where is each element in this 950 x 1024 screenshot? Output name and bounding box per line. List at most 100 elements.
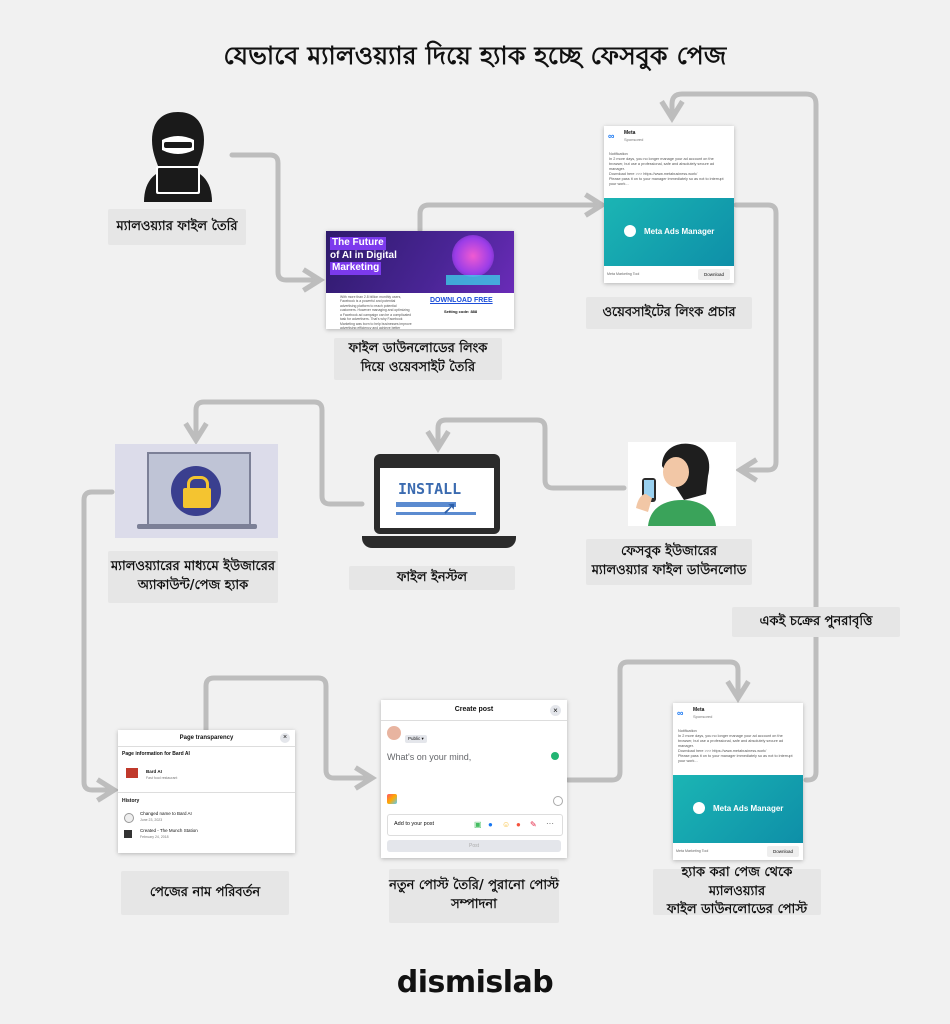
arrow-9 bbox=[672, 91, 819, 783]
sponsored-label: Sponsored bbox=[693, 714, 713, 719]
arrow-4 bbox=[438, 417, 627, 491]
download-free-link[interactable]: DOWNLOAD FREE bbox=[430, 297, 493, 304]
step-label: ফাইল ডাউনলোডের পোস্ট bbox=[666, 902, 808, 918]
tag-people-icon[interactable]: ● bbox=[488, 820, 493, 829]
ads-manager-icon bbox=[693, 802, 705, 814]
background-color-icon[interactable] bbox=[387, 794, 397, 804]
location-icon[interactable]: ● bbox=[516, 820, 521, 829]
arrow-5 bbox=[196, 399, 365, 507]
add-to-post-label: Add to your post bbox=[394, 821, 435, 827]
ads-manager-row: Meta Ads Manager bbox=[624, 225, 714, 237]
install-text: INSTALL bbox=[398, 480, 462, 498]
chip-graphic bbox=[446, 275, 500, 285]
step-label: অ্যাকাউন্ট/পেজ হ্যাক bbox=[137, 578, 249, 593]
banner-line-3: Marketing bbox=[330, 262, 382, 275]
download-button[interactable]: Download bbox=[698, 269, 731, 280]
step-label: পেজের নাম পরিবর্তন bbox=[149, 884, 261, 900]
step-label: ম্যালওয়্যার ফাইল তৈরি bbox=[116, 218, 238, 234]
lock-shackle-icon bbox=[187, 476, 209, 493]
step-user-download: ফেসবুক ইউজারের ম্যালওয়্যার ফাইল ডাউনলোড bbox=[586, 539, 752, 585]
step-promote-link: ওয়েবসাইটের লিংক প্রচার bbox=[586, 297, 752, 329]
download-button[interactable]: Download bbox=[767, 846, 800, 857]
lock-icon bbox=[183, 488, 211, 508]
emoji-icon[interactable] bbox=[553, 796, 563, 806]
repeat-cycle-label: একই চক্রের পুনরাবৃত্তি bbox=[732, 607, 900, 637]
arrow-7 bbox=[203, 675, 370, 778]
brain-graphic bbox=[452, 235, 494, 277]
divider bbox=[118, 792, 295, 793]
hacked-laptop-illustration bbox=[115, 444, 278, 538]
dialog-title: Create post bbox=[454, 706, 494, 713]
banner-line-2: of AI in Digital bbox=[330, 249, 397, 261]
banner-line-1: The Future bbox=[330, 237, 386, 250]
photo-icon[interactable]: ▣ bbox=[474, 820, 482, 829]
step-create-malware: ম্যালওয়্যার ফাইল তৈরি bbox=[108, 209, 246, 245]
flag-icon bbox=[124, 830, 132, 838]
brand-logo: dismislab bbox=[396, 965, 554, 1000]
page-title: যেভাবে ম্যালওয়্যার দিয়ে হ্যাক হচ্ছে ফে… bbox=[223, 41, 727, 70]
arrow-3 bbox=[733, 202, 779, 470]
edit-icon bbox=[124, 813, 134, 823]
post-text: Notification In 2 more days, you no long… bbox=[678, 729, 793, 763]
hacker-icon bbox=[140, 110, 216, 202]
close-icon[interactable]: × bbox=[280, 733, 290, 743]
avatar bbox=[387, 726, 401, 740]
step-label: সম্পাদনা bbox=[451, 897, 497, 912]
post-text-input[interactable]: What's on your mind, bbox=[387, 752, 472, 762]
footer-text: Meta Marketing Tool bbox=[676, 849, 709, 853]
step-label: হ্যাক করা পেজ থেকে ম্যালওয়্যার bbox=[681, 864, 793, 899]
page-avatar bbox=[126, 768, 138, 778]
arrow-2 bbox=[417, 205, 600, 233]
meta-sponsored-post-top: ∞ Meta Sponsored Notification In 2 more … bbox=[604, 126, 734, 283]
meta-logo-icon: ∞ bbox=[608, 131, 615, 141]
more-icon[interactable]: ··· bbox=[546, 819, 554, 828]
gif-icon[interactable]: ✎ bbox=[530, 820, 537, 829]
feeling-icon[interactable]: ☺ bbox=[502, 820, 511, 829]
meta-brand: Meta bbox=[624, 130, 636, 136]
step-malware-post: হ্যাক করা পেজ থেকে ম্যালওয়্যার ফাইল ডাউ… bbox=[653, 865, 821, 917]
history-heading: History bbox=[122, 798, 140, 804]
arrow-8 bbox=[565, 659, 738, 783]
step-account-hacked: ম্যালওয়্যারের মাধ্যমে ইউজারের অ্যাকাউন্… bbox=[108, 551, 278, 603]
page-transparency-dialog: Page transparency × Page information for… bbox=[118, 730, 295, 853]
info-heading: Page information for Bard AI bbox=[122, 751, 190, 757]
meta-logo-icon: ∞ bbox=[677, 708, 684, 718]
step-label: ম্যালওয়্যার ফাইল ডাউনলোড bbox=[591, 563, 747, 578]
website-body-text: With more than 2.8 billion monthly users… bbox=[340, 295, 412, 329]
step-rename-page: পেজের নাম পরিবর্তন bbox=[121, 871, 289, 915]
ads-manager-icon bbox=[624, 225, 636, 237]
arrow-6 bbox=[81, 489, 112, 790]
window-dots-icon bbox=[382, 459, 404, 474]
history-item-1: Changed name to Bard AI bbox=[140, 811, 192, 816]
step-label: ফাইল ডাউনলোডের লিংক bbox=[348, 341, 488, 357]
step-new-post: নতুন পোস্ট তৈরি/ পুরানো পোস্ট সম্পাদনা bbox=[389, 869, 559, 923]
step-install-file: ফাইল ইনস্টল bbox=[349, 566, 515, 590]
grammar-icon bbox=[551, 752, 559, 760]
setting-code: Setting code: 888 bbox=[444, 309, 478, 314]
close-icon[interactable]: × bbox=[550, 705, 561, 716]
history-item-2: Created - The Munch Station bbox=[140, 828, 198, 833]
ads-manager-row: Meta Ads Manager bbox=[693, 802, 783, 814]
sponsored-label: Sponsored bbox=[624, 137, 644, 142]
step-label: ফেসবুক ইউজারের bbox=[620, 544, 718, 560]
install-laptop-icon: INSTALL ➚ bbox=[362, 454, 516, 554]
audience-selector[interactable]: Public ▾ bbox=[405, 735, 427, 743]
ads-manager-text: Meta Ads Manager bbox=[644, 226, 715, 236]
meta-brand: Meta bbox=[693, 707, 705, 713]
step-label: ম্যালওয়্যারের মাধ্যমে ইউজারের bbox=[110, 559, 276, 575]
create-post-dialog: Create post × Public ▾ What's on your mi… bbox=[381, 700, 567, 858]
arrow-1 bbox=[229, 152, 318, 280]
meta-sponsored-post-bottom: ∞ Meta Sponsored Notification In 2 more … bbox=[673, 703, 803, 860]
post-button[interactable]: Post bbox=[387, 840, 561, 852]
progress-bar bbox=[396, 502, 456, 507]
website-banner: The Future of AI in Digital Marketing bbox=[326, 231, 514, 293]
laptop-base bbox=[137, 524, 257, 529]
page-name: Bard AI bbox=[146, 769, 162, 774]
cursor-icon: ➚ bbox=[442, 498, 458, 519]
history-date-2: February 24, 2018 bbox=[140, 835, 169, 839]
step-label: ওয়েবসাইটের লিংক প্রচার bbox=[602, 304, 736, 320]
page-category: Fast food restaurant bbox=[146, 776, 178, 780]
dialog-title: Page transparency bbox=[179, 735, 234, 741]
ads-manager-text: Meta Ads Manager bbox=[713, 803, 784, 813]
